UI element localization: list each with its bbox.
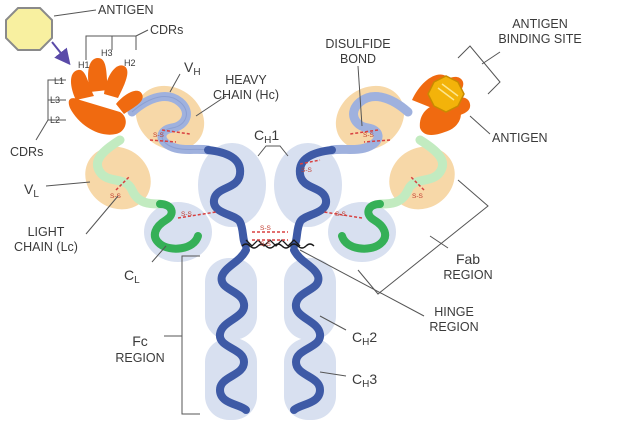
ch2-shade-right xyxy=(284,258,336,340)
heavy-chain-left xyxy=(204,146,250,250)
antigen-binding-label-line1: ANTIGEN xyxy=(512,17,568,31)
cl-label: CL xyxy=(124,267,140,286)
cdrs-left-label: CDRs xyxy=(10,145,43,159)
ss-label: S-S xyxy=(153,132,165,139)
ss-label: S-S xyxy=(260,241,272,248)
antigen-binding-label-line2: BINDING SITE xyxy=(498,32,581,46)
ch2-label: CH2 xyxy=(352,329,377,348)
antigen-label-right: ANTIGEN xyxy=(492,131,548,145)
h2-label: H2 xyxy=(124,58,136,68)
cdrs-top-label: CDRs xyxy=(150,23,183,37)
disulfide-bonds xyxy=(115,129,425,241)
antigen-label-top: ANTIGEN xyxy=(98,3,154,17)
disulfide-label-line1: DISULFIDE xyxy=(325,37,390,51)
l3-label: L3 xyxy=(50,95,60,105)
vh-label: VH xyxy=(184,59,201,78)
leader-lines xyxy=(35,29,501,415)
heavy-chain-label-line1: HEAVY xyxy=(225,73,267,87)
heavy-chain-label-line2: CHAIN (Hc) xyxy=(213,88,279,102)
vl-label: VL xyxy=(24,181,39,200)
cdr-loops-left xyxy=(68,58,143,135)
ss-label: S-S xyxy=(412,193,424,200)
light-chain-label-line2: CHAIN (Lc) xyxy=(14,240,78,254)
ch3-label: CH3 xyxy=(352,371,377,390)
ch2-ch3-chain-right xyxy=(290,246,325,414)
hinge-label-line1: HINGE xyxy=(434,305,474,319)
h1-label: H1 xyxy=(78,60,90,70)
left-arm xyxy=(68,58,250,253)
ss-label: S-S xyxy=(335,211,347,218)
fab-label-line1: Fab xyxy=(456,251,480,267)
antigen-octagon xyxy=(5,7,53,51)
vl-chain-right xyxy=(375,135,447,209)
right-arm xyxy=(290,74,471,253)
light-chain-label-line1: LIGHT xyxy=(28,225,65,239)
l2-label: L2 xyxy=(50,115,60,125)
cl-chain-right xyxy=(338,200,390,253)
hinge xyxy=(241,239,315,249)
ss-labels: S-S S-S S-S S-S S-S S-S S-S S-S S-S xyxy=(110,132,424,248)
ss-label: S-S xyxy=(110,193,122,200)
fc-label-line1: Fc xyxy=(132,333,148,349)
vh-chain-right xyxy=(327,92,413,155)
ss-label: S-S xyxy=(363,132,375,139)
fc-label-line2: REGION xyxy=(115,351,164,365)
l1-label: L1 xyxy=(54,76,64,86)
fab-label-line2: REGION xyxy=(443,268,492,282)
heavy-chain-right xyxy=(290,146,336,250)
ss-label: S-S xyxy=(260,225,272,232)
ss-label: S-S xyxy=(181,211,193,218)
h3-label: H3 xyxy=(101,48,113,58)
labels: H1 H3 H2 CDRs L1 L3 L2 CDRs VH HEAVY CHA… xyxy=(10,17,582,390)
ch2-ch3-chain-left xyxy=(215,246,250,414)
ss-label: S-S xyxy=(301,167,313,174)
fc-region xyxy=(215,246,325,414)
hinge-label-line2: REGION xyxy=(429,320,478,334)
vl-chain-left xyxy=(93,135,165,209)
ch1-label: CH1 xyxy=(254,127,279,146)
cl-chain-left xyxy=(150,200,202,253)
disulfide-label-line2: BOND xyxy=(340,52,376,66)
